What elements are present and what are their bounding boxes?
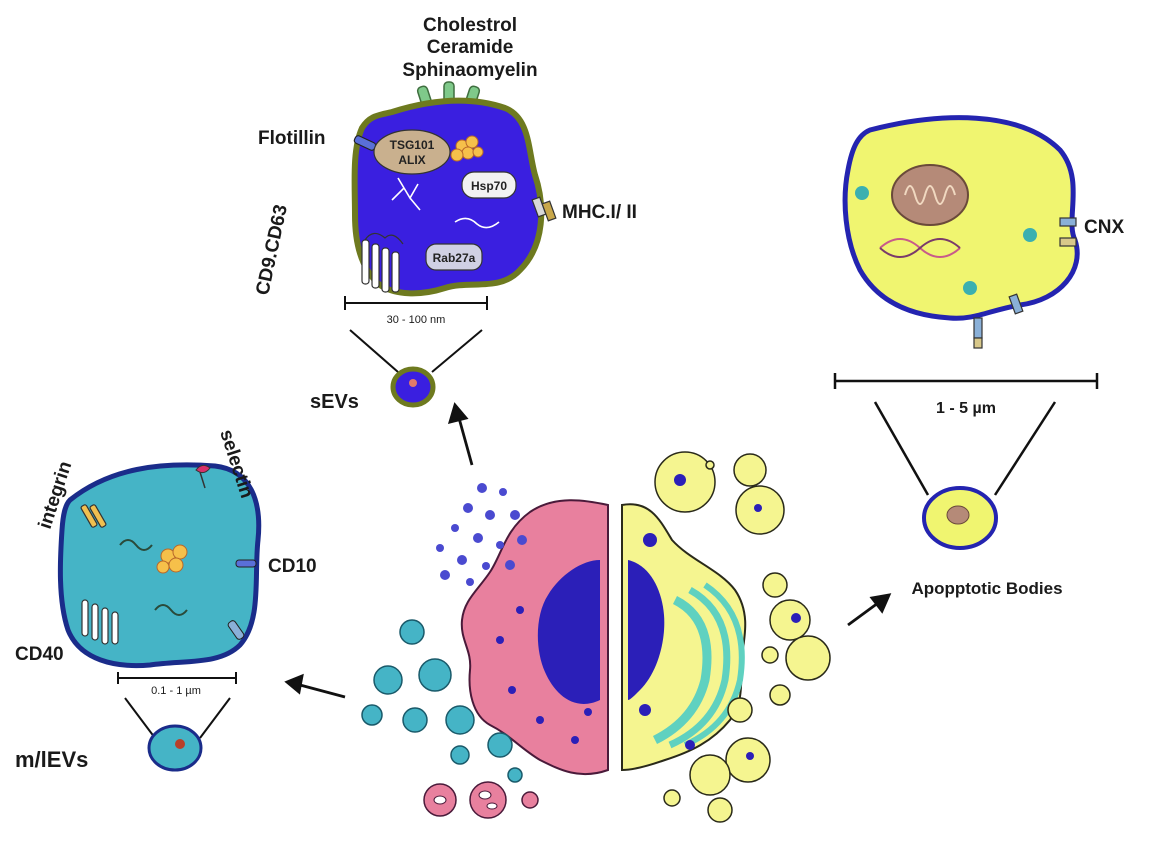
- parent-cell-left-half: [460, 499, 609, 776]
- apoptotic-scale-bar: [833, 373, 1099, 496]
- cnx-protein-icon: [973, 217, 1077, 349]
- rab27a-label: Rab27a: [433, 251, 476, 265]
- large-ev-mini-icon: [147, 724, 203, 772]
- apoptotic-body-shape: [842, 115, 1080, 321]
- cnx-label: CNX: [1084, 217, 1124, 238]
- small-ev-scale-bar: [344, 296, 488, 373]
- lipid-ceramide-label: Ceramide: [427, 37, 514, 58]
- lipid-cholesterol-label: Cholestrol: [423, 15, 517, 36]
- arrow-to-levs: [299, 683, 346, 699]
- tetraspanin-label: CD9.CD63: [252, 203, 292, 297]
- flotillin-label: Flotillin: [258, 128, 326, 149]
- protein-cluster-icon: [450, 135, 484, 162]
- cd10-protein-icon: [235, 559, 257, 568]
- released-small-vesicles: [436, 483, 527, 586]
- apoptotic-dot-3: [963, 281, 977, 295]
- large-ev-mini-cargo: [175, 739, 185, 749]
- large-ev-group: integrin selectin CD10 CD40 0.1 - 1 µm m…: [15, 427, 317, 772]
- dna-fragment-icon: [154, 604, 188, 616]
- mhc-protein-icon: [531, 196, 557, 222]
- hsp70-bubble: [461, 171, 517, 199]
- rab27a-bubble: [425, 243, 483, 271]
- apoptotic-vesicle-dots: [674, 474, 801, 760]
- arrowhead-apoptotic: [869, 593, 892, 614]
- protein-cluster-icon: [156, 544, 188, 574]
- cytoplasm-dots-right: [639, 533, 695, 750]
- apoptotic-name-label: Apopptotic Bodies: [911, 579, 1062, 598]
- cd40-protein-icon: [81, 599, 119, 645]
- large-ev-name-label: m/lEVs: [15, 747, 88, 772]
- rna-strand-icon: [391, 177, 421, 211]
- arrows: [284, 402, 892, 699]
- dna-icon: [119, 539, 153, 551]
- small-ev-group: TSG101 ALIX Hsp70 Rab27a: [252, 15, 637, 413]
- released-pink-vesicles: [423, 781, 539, 819]
- mrna-icon: [454, 217, 500, 229]
- apoptotic-body-group: CNX 1 - 5 µm Apopptotic Bodies: [833, 115, 1124, 598]
- selectin-icon: [195, 464, 211, 489]
- tetraspanin-icon: [361, 232, 404, 293]
- nucleus-right-half: [628, 560, 665, 700]
- arrow-to-sevs: [457, 417, 474, 466]
- lipid-sphingomyelin-label: Sphinaomyelin: [402, 60, 537, 81]
- membrane-protein-icon: [227, 620, 245, 640]
- parent-cell-group: [361, 451, 831, 823]
- endoplasmic-reticulum-icon: [652, 582, 745, 749]
- integrin-icon: [80, 504, 107, 528]
- dna-strand-b: [879, 238, 961, 258]
- nucleus-left-half: [537, 560, 600, 704]
- small-ev-size-label: 30 - 100 nm: [387, 314, 446, 326]
- released-large-vesicles: [361, 619, 523, 783]
- released-apoptotic-vesicles: [654, 451, 831, 823]
- cytoplasm-dots-left: [496, 606, 592, 744]
- large-ev-scale-bar: [117, 672, 237, 739]
- apoptotic-mini-mito: [946, 505, 970, 525]
- apoptotic-size-label: 1 - 5 µm: [936, 400, 996, 417]
- cd10-label: CD10: [268, 556, 317, 577]
- apoptotic-dot-2: [1023, 228, 1037, 242]
- arrowhead-levs: [284, 673, 304, 695]
- arrow-to-apoptotic: [847, 601, 879, 627]
- tsg101-label: TSG101: [390, 138, 435, 152]
- alix-label: ALIX: [398, 153, 425, 167]
- arrowhead-sevs: [447, 402, 469, 424]
- large-ev-size-label: 0.1 - 1 µm: [151, 685, 201, 697]
- tsg101-alix-bubble: [373, 129, 451, 175]
- small-ev-name-label: sEVs: [310, 391, 359, 413]
- mhc-label: MHC.I/ II: [562, 202, 637, 223]
- mitochondrion-icon: [891, 164, 969, 226]
- hsp70-label: Hsp70: [471, 179, 507, 193]
- small-ev-mini-cargo: [409, 379, 417, 387]
- apoptotic-dot-1: [855, 186, 869, 200]
- cd40-label: CD40: [15, 644, 64, 665]
- pink-vesicle-cargo: [433, 790, 498, 810]
